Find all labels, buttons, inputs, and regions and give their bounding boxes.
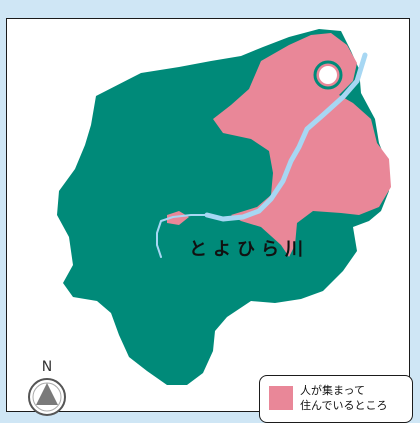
toyohira-river-upper	[156, 214, 208, 258]
north-indicator: N	[25, 359, 69, 419]
toyohira-river	[204, 52, 368, 222]
area-hole-ring	[313, 60, 343, 90]
area-hole	[319, 66, 337, 84]
map-frame: とよひら川 N 人が集まって 住んでいるところ	[6, 18, 413, 423]
river-label: とよひら川	[189, 239, 309, 260]
north-arrow-icon	[28, 378, 66, 416]
north-label: N	[41, 359, 53, 375]
map-legend: 人が集まって 住んでいるところ	[259, 375, 413, 423]
legend-swatch	[269, 386, 293, 410]
legend-label: 人が集まって 住んでいるところ	[300, 384, 388, 412]
populated-spot	[167, 211, 189, 225]
map-canvas	[57, 29, 391, 385]
